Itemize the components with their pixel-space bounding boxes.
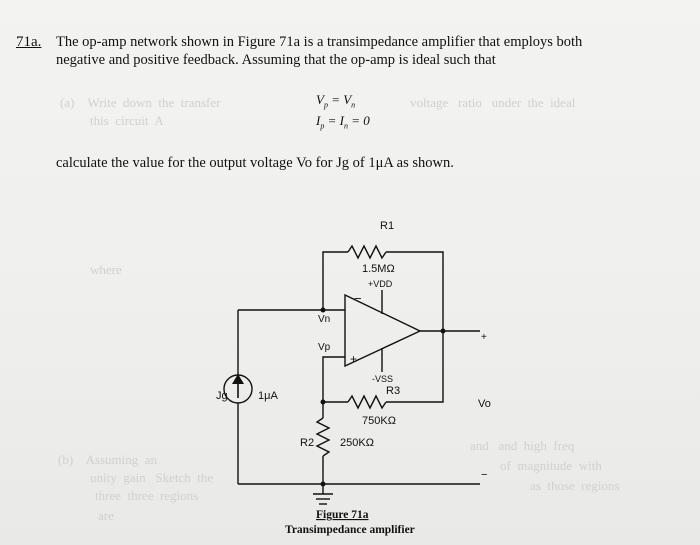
vdd-label: +VDD <box>368 279 393 289</box>
bleed-through-text: as those regions <box>530 478 620 493</box>
r3-label: R3 <box>386 385 400 397</box>
vp-label: Vp <box>318 342 331 353</box>
r1-resistor <box>347 244 387 260</box>
current-arrow-head <box>232 374 244 384</box>
node-dot <box>320 399 326 405</box>
figure-subtitle: Transimpedance amplifier <box>285 524 415 536</box>
vn-label: Vn <box>318 314 330 325</box>
node-dot <box>440 328 446 334</box>
bleed-through-text: are <box>98 508 114 523</box>
vo-label: Vo <box>478 398 491 410</box>
problem-text-line-2: negative and positive feedback. Assuming… <box>56 52 496 68</box>
calculation-prompt: calculate the value for the output volta… <box>56 155 454 171</box>
r3-value: 750KΩ <box>362 415 396 427</box>
noninverting-input-wire <box>322 356 345 402</box>
r2-value: 250KΩ <box>340 437 374 449</box>
r2-label: R2 <box>300 437 314 449</box>
r1-value: 1.5MΩ <box>362 263 395 275</box>
bleed-through-text: (a) Write down the transfer <box>60 95 221 110</box>
r1-label: R1 <box>380 220 394 232</box>
r2-resistor <box>315 417 331 457</box>
r3-resistor <box>347 394 387 410</box>
output-minus-sign: − <box>481 469 487 481</box>
bleed-through-text: unity gain Sketch the <box>90 470 214 485</box>
output-plus-sign: + <box>481 332 487 343</box>
vss-label: -VSS <box>372 374 393 384</box>
problem-text-line-1: The op-amp network shown in Figure 71a i… <box>56 34 583 50</box>
bleed-through-text: three three regions <box>95 488 199 503</box>
noninverting-sign: + <box>350 352 357 366</box>
jg-label: Jg <box>216 390 228 402</box>
node-dot <box>320 307 326 313</box>
bleed-through-text: this circuit A <box>90 113 164 128</box>
node-dot <box>320 481 326 487</box>
feedback-wire-left <box>322 251 348 310</box>
bleed-through-text: of magnitude with <box>500 458 602 473</box>
bleed-through-text: and and high freq <box>470 438 575 453</box>
problem-number: 71a. <box>16 34 42 50</box>
bleed-through-text: where <box>90 262 122 277</box>
source-value-label: 1μA <box>258 390 278 402</box>
bleed-through-text: (b) Assuming an <box>58 452 157 467</box>
inverting-sign: − <box>354 291 362 306</box>
bleed-through-text: voltage ratio under the ideal <box>410 95 576 110</box>
equation-current: Ip = In = 0 <box>316 113 370 131</box>
equation-voltage: Vp = Vn <box>316 92 356 110</box>
figure-title: Figure 71a <box>316 509 369 521</box>
feedback-wire-right <box>386 251 444 331</box>
r3-wire-right <box>386 331 444 403</box>
